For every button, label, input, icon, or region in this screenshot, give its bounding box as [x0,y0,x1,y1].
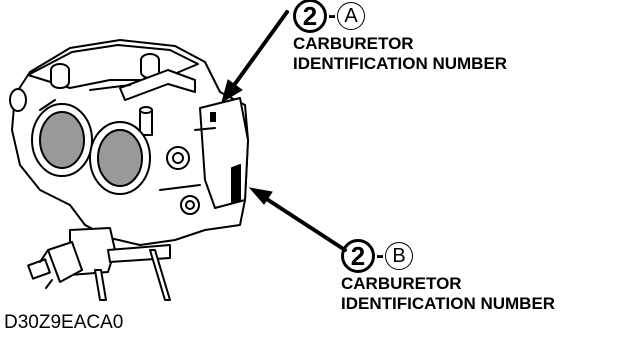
callout-a-caption-line1: CARBURETOR [293,34,414,53]
callout-a-letter: A [337,2,365,30]
callout-b-marker: 2 - B [341,238,555,274]
callout-a: 2 - A CARBURETOR IDENTIFICATION NUMBER [293,0,507,74]
callout-a-number: 2 [293,0,327,33]
callout-a-marker: 2 - A [293,0,507,34]
callout-b-dash: - [376,242,384,269]
callout-b-letter: B [385,242,413,270]
callout-b-number: 2 [341,239,375,273]
callout-b-caption-line2: IDENTIFICATION NUMBER [341,294,556,313]
callout-b-caption-line1: CARBURETOR [341,274,462,293]
callout-a-dash: - [328,2,336,29]
callout-b: 2 - B CARBURETOR IDENTIFICATION NUMBER [341,238,555,314]
callout-a-caption-line2: IDENTIFICATION NUMBER [293,54,508,73]
figure-id: D30Z9EACA0 [4,312,124,333]
